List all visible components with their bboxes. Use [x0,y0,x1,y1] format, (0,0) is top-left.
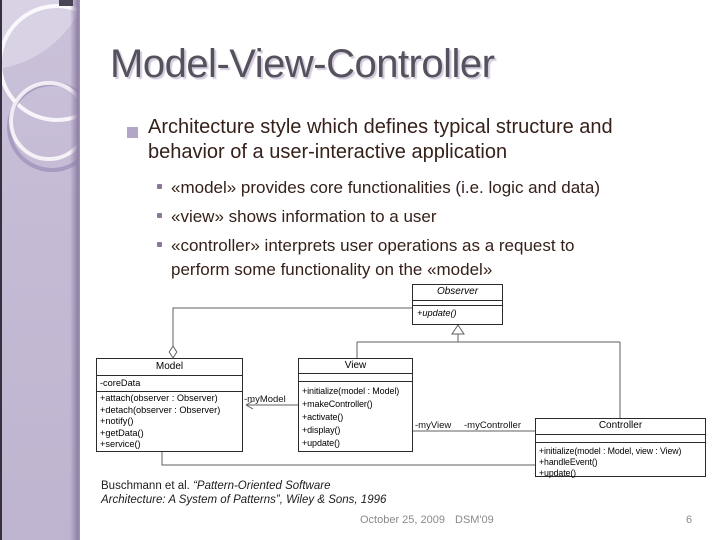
class-attributes [536,435,705,443]
class-attributes [413,301,502,306]
class-method: +getData() [100,427,144,438]
connector-model-observer [172,307,412,346]
sub-bullet-dot-icon [157,184,162,189]
sub-bullet-text-controller: «controller» interprets user operations … [171,236,575,279]
citation-line1: Buschmann et al. “Pattern-Oriented Softw… [101,479,386,493]
citation-title-part1: “Pattern-Oriented Software [193,480,331,492]
role-label-myview: -myView [415,420,452,431]
role-label-mycontroller: -myController [464,420,522,431]
sidebar-decoration [0,0,80,540]
class-method: +update() [539,468,577,478]
slide-title: Model-View-Controller [110,42,495,86]
sub-bullet-dot-icon [157,242,162,247]
class-method: +service() [100,439,141,449]
footer-page-number: 6 [686,514,693,526]
sub-bullet-dot-icon [157,213,162,218]
class-method: +notify() [100,416,134,426]
uml-class-view: View +initialize(model : Model) +makeCon… [298,358,413,452]
class-method: +handleEvent() [539,457,598,467]
class-method: +activate() [302,412,344,422]
class-title: Model [97,359,242,376]
class-operations: +attach(observer : Observer) +detach(obs… [97,392,242,451]
class-method: +display() [302,425,341,435]
class-method: +initialize(model : Model, view : View) [539,446,682,456]
sidebar-edge-shading [70,0,80,540]
class-operations: +update() [413,306,502,319]
class-attributes: -coreData [97,376,242,392]
class-method: +initialize(model : Model) [302,386,400,396]
class-attributes [299,374,412,382]
citation-title-part2: Architecture: A System of Patterns”, Wil… [101,494,387,506]
decorative-circle [9,81,80,161]
class-operations: +initialize(model : Model) +makeControll… [299,382,412,450]
class-title: Observer [413,285,502,301]
generalization-triangle-icon [451,324,465,335]
citation: Buschmann et al. “Pattern-Oriented Softw… [101,479,386,507]
role-label-mymodel: -myModel [244,394,286,405]
uml-class-observer: Observer +update() [412,284,503,325]
citation-authors: Buschmann et al. [101,480,194,492]
aggregation-diamond-icon [168,345,178,359]
class-method: +makeController() [302,399,373,409]
bullet-level1-text: Architecture style which defines typical… [148,116,613,163]
connector-model-controller [161,452,535,466]
sub-bullet-text-model: «model» provides core functionalities (i… [171,178,601,197]
class-method: +update() [302,438,340,448]
bullet-square-icon [127,127,138,138]
class-method: +attach(observer : Observer) [100,393,218,403]
footer-date: October 25, 2009 [360,514,446,526]
footer-venue: DSM'09 [455,514,494,526]
class-method: +update() [417,308,457,318]
class-method: +detach(observer : Observer) [100,404,221,415]
class-title: View [299,359,412,374]
sidebar-notch [59,0,73,6]
class-title: Controller [536,419,705,435]
class-operations: +initialize(model : Model, view : View) … [536,443,705,479]
uml-class-model: Model -coreData +attach(observer : Obser… [96,358,243,452]
sub-bullet-text-view: «view» shows information to a user [171,207,437,226]
uml-class-controller: Controller +initialize(model : Model, vi… [535,418,706,479]
